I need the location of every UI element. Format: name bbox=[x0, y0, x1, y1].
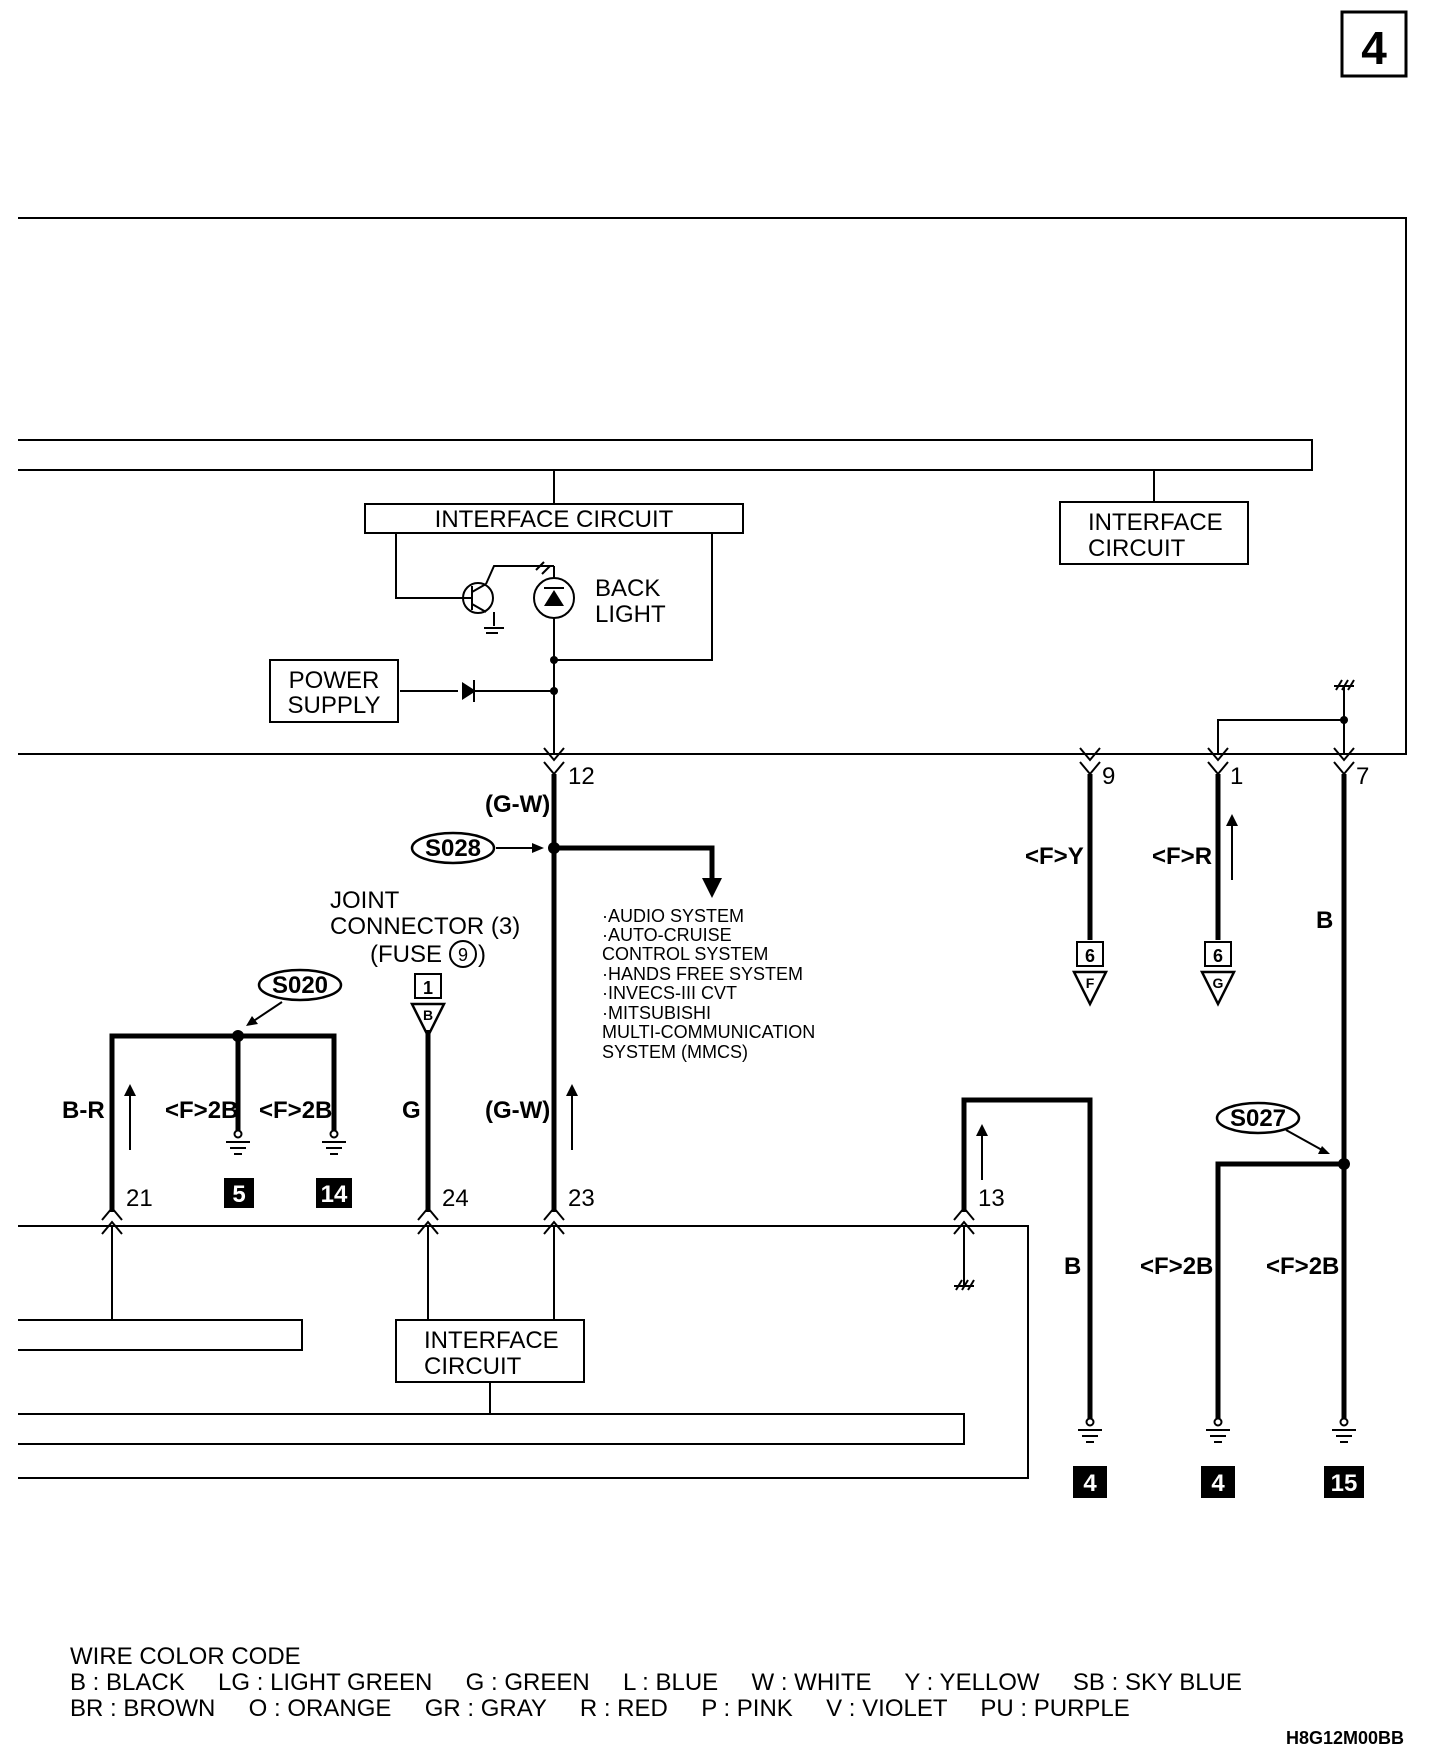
page-number-box: 4 bbox=[1340, 10, 1408, 78]
wire-b-right: B bbox=[1316, 907, 1333, 934]
wire-f2b-3: <F>2B bbox=[1140, 1253, 1213, 1280]
interface-circuit-2-label-2: CIRCUIT bbox=[1088, 535, 1186, 562]
connector-6F-letter: F bbox=[1086, 975, 1095, 991]
legend-row-1: B : BLACK LG : LIGHT GREEN G : GREEN L :… bbox=[70, 1669, 1242, 1696]
light-label: LIGHT bbox=[595, 601, 666, 628]
joint-connector: JOINT CONNECTOR (3) (FUSE 9 ) 1 B bbox=[330, 887, 520, 1039]
unit-ground-internal bbox=[1217, 679, 1355, 754]
splice-s027: S027 bbox=[1215, 1101, 1330, 1154]
wire-f2b-4: <F>2B bbox=[1266, 1253, 1339, 1280]
page-number: 4 bbox=[1361, 22, 1387, 74]
system-item: ·AUDIO SYSTEM bbox=[602, 906, 744, 926]
wire-b-mid: B bbox=[1064, 1253, 1081, 1280]
legend-row-2: BR : BROWN O : ORANGE GR : GRAY R : RED … bbox=[70, 1695, 1130, 1722]
system-item: ·INVECS-III CVT bbox=[602, 983, 737, 1003]
splice-s020-label: S020 bbox=[272, 972, 328, 999]
fuse-open-label: (FUSE bbox=[370, 941, 442, 968]
ground-4a-num: 4 bbox=[1083, 1470, 1097, 1497]
upper-unit-outline bbox=[18, 217, 1407, 755]
wire-fy: <F>Y bbox=[1025, 843, 1084, 870]
interface-circuit-2: INTERFACE CIRCUIT bbox=[1059, 470, 1249, 565]
pin-24: 24 bbox=[442, 1185, 469, 1212]
connector-6F: 6 F bbox=[1071, 941, 1109, 1007]
pin-23: 23 bbox=[568, 1185, 595, 1212]
lower-connector-marks bbox=[101, 1206, 975, 1235]
connector-6G: 6 G bbox=[1199, 941, 1237, 1007]
ground-label-14: 14 bbox=[316, 1178, 352, 1208]
connector3-label: CONNECTOR (3) bbox=[330, 913, 520, 940]
ground-icon bbox=[1205, 1418, 1231, 1443]
ground-icon bbox=[225, 1130, 251, 1155]
wiring-heavy bbox=[109, 774, 1347, 1418]
led-icon bbox=[544, 590, 564, 606]
interface-circuit-3-label-2: CIRCUIT bbox=[424, 1353, 522, 1380]
ground-icon bbox=[1077, 1418, 1103, 1443]
flow-arrows bbox=[129, 820, 1233, 1180]
power-supply-box: POWER SUPPLY bbox=[269, 659, 399, 723]
diode-icon bbox=[462, 682, 476, 700]
backlight-circuit bbox=[395, 533, 713, 754]
branch-arrow-icon bbox=[702, 878, 722, 898]
diagram-code: H8G12M00BB bbox=[1286, 1728, 1404, 1748]
ground-label-4b: 4 bbox=[1201, 1466, 1235, 1498]
ground-5-num: 5 bbox=[232, 1181, 245, 1208]
connected-systems-list: ·AUDIO SYSTEM ·AUTO-CRUISE CONTROL SYSTE… bbox=[602, 906, 815, 1062]
interface-circuit-2-label-1: INTERFACE bbox=[1088, 509, 1223, 536]
interface-circuit-1: INTERFACE CIRCUIT bbox=[364, 470, 744, 534]
system-item: CONTROL SYSTEM bbox=[602, 944, 768, 964]
ground-label-15: 15 bbox=[1324, 1466, 1364, 1498]
power-label: POWER bbox=[289, 667, 380, 694]
connector-6F-num: 6 bbox=[1085, 946, 1095, 966]
wire-gw-lower: (G-W) bbox=[485, 1097, 550, 1124]
system-item: MULTI-COMMUNICATION bbox=[602, 1022, 815, 1042]
splice-s027-label: S027 bbox=[1230, 1105, 1286, 1132]
supply-label: SUPPLY bbox=[288, 692, 381, 719]
connector-6G-num: 6 bbox=[1213, 946, 1223, 966]
ground-15-num: 15 bbox=[1331, 1470, 1358, 1497]
pin-13: 13 bbox=[978, 1185, 1005, 1212]
system-item: ·MITSUBISHI bbox=[602, 1003, 711, 1023]
back-label: BACK bbox=[595, 575, 660, 602]
ground-icon bbox=[321, 1130, 347, 1155]
system-item: SYSTEM (MMCS) bbox=[602, 1042, 748, 1062]
pin-21: 21 bbox=[126, 1185, 153, 1212]
legend-title: WIRE COLOR CODE bbox=[70, 1643, 301, 1670]
pin-9: 9 bbox=[1102, 763, 1115, 790]
connector-6G-letter: G bbox=[1213, 975, 1224, 991]
system-item: ·AUTO-CRUISE bbox=[602, 925, 732, 945]
splice-s028-label: S028 bbox=[425, 835, 481, 862]
fuse-close-label: ) bbox=[478, 941, 486, 968]
wire-gw-upper: (G-W) bbox=[485, 791, 550, 818]
wire-fr: <F>R bbox=[1152, 843, 1212, 870]
ground-4b-num: 4 bbox=[1211, 1470, 1225, 1497]
splice-s028: S028 bbox=[410, 831, 544, 865]
interface-circuit-1-label: INTERFACE CIRCUIT bbox=[435, 506, 674, 533]
wire-color-legend: WIRE COLOR CODE B : BLACK LG : LIGHT GRE… bbox=[70, 1643, 1242, 1722]
lower-unit-outline bbox=[18, 1225, 1029, 1479]
wire-f2b-1: <F>2B bbox=[165, 1097, 238, 1124]
pin-12: 12 bbox=[568, 763, 595, 790]
ground-label-5: 5 bbox=[224, 1178, 254, 1208]
connector-b-letter: B bbox=[423, 1007, 433, 1023]
ground-label-4a: 4 bbox=[1073, 1466, 1107, 1498]
ground-icon bbox=[1331, 1418, 1357, 1443]
wire-f2b-2: <F>2B bbox=[259, 1097, 332, 1124]
connector-1-num: 1 bbox=[423, 978, 433, 998]
fuse-number: 9 bbox=[458, 945, 468, 965]
wire-g: G bbox=[402, 1097, 421, 1124]
pin-7: 7 bbox=[1356, 763, 1369, 790]
interface-circuit-3: INTERFACE CIRCUIT bbox=[395, 1319, 585, 1383]
ground-14-num: 14 bbox=[321, 1181, 348, 1208]
joint-label: JOINT bbox=[330, 887, 400, 914]
splice-s020: S020 bbox=[246, 968, 343, 1026]
system-item: ·HANDS FREE SYSTEM bbox=[602, 964, 803, 984]
wire-br: B-R bbox=[62, 1097, 105, 1124]
pin-1: 1 bbox=[1230, 763, 1243, 790]
interface-circuit-3-label-1: INTERFACE bbox=[424, 1327, 559, 1354]
